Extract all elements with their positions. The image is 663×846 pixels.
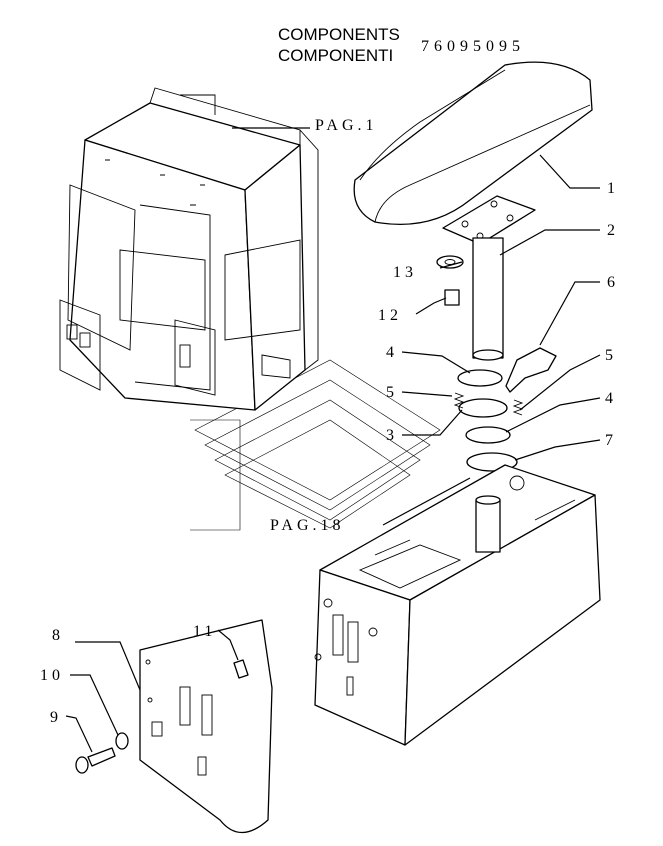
support-post xyxy=(442,195,536,361)
callout-7: 7 xyxy=(605,432,617,449)
callout-13: 13 xyxy=(393,264,417,281)
callout-10: 10 xyxy=(40,667,64,684)
spring-left xyxy=(453,392,465,409)
callout-9: 9 xyxy=(50,709,62,726)
callout-12: 12 xyxy=(378,307,402,324)
drawing-code: 76095095 xyxy=(421,38,525,55)
cover-panel-8 xyxy=(139,619,273,834)
leader-lines xyxy=(65,127,601,753)
callout-8: 8 xyxy=(52,627,64,644)
spring-right xyxy=(512,399,524,416)
title-componenti: COMPONENTI xyxy=(278,46,393,65)
ring-4-upper xyxy=(457,369,503,387)
callout-11: 11 xyxy=(193,623,216,640)
callout-3: 3 xyxy=(386,427,398,444)
watermark-chevrons xyxy=(190,359,441,531)
callout-1: 1 xyxy=(607,180,619,197)
bolt-9 xyxy=(87,747,116,767)
locking-lever xyxy=(505,347,557,393)
page-ref-18[interactable]: PAG.18 xyxy=(270,517,345,534)
armrest-cushion xyxy=(353,61,593,225)
callout-5-left: 5 xyxy=(386,384,398,401)
washer-10 xyxy=(115,732,129,750)
title-components: COMPONENTS xyxy=(278,25,400,44)
callout-4-left: 4 xyxy=(386,344,398,361)
ring-3 xyxy=(458,398,508,418)
page-ref-1[interactable]: PAG.1 xyxy=(315,117,378,134)
callout-2: 2 xyxy=(607,222,619,239)
ring-4-lower xyxy=(465,426,511,444)
callout-4-right: 4 xyxy=(605,390,617,407)
console-housing xyxy=(314,464,601,746)
bolt-12 xyxy=(444,289,460,306)
washer-13 xyxy=(436,255,464,269)
cab-assembly xyxy=(59,87,319,411)
screw-11 xyxy=(233,659,249,679)
callout-6: 6 xyxy=(607,274,619,291)
callout-5-right: 5 xyxy=(605,347,617,364)
